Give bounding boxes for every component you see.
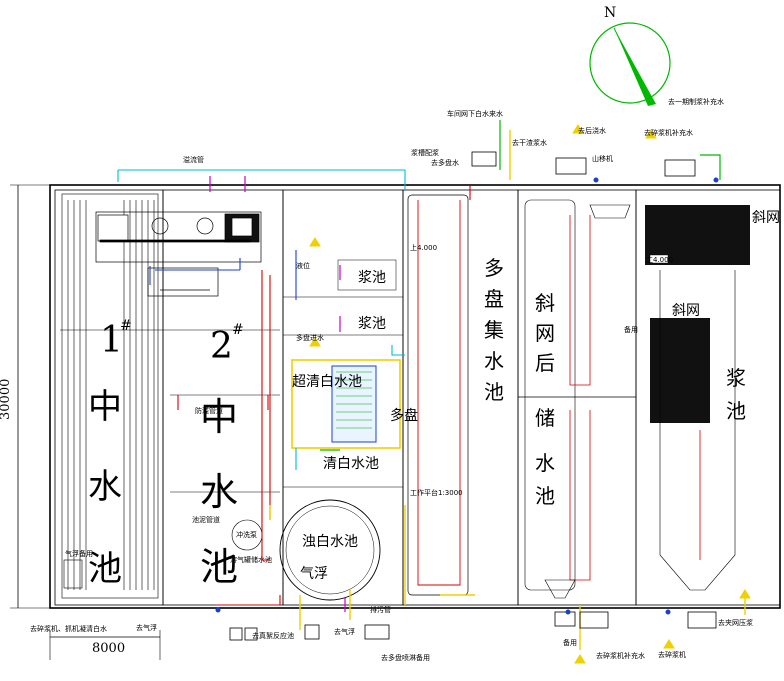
tank2-mark: # xyxy=(232,322,244,338)
equipment-block xyxy=(95,211,262,297)
svg-text:斜网: 斜网 xyxy=(672,303,700,319)
label-spare: 备用 xyxy=(563,638,577,647)
label-air-float2: 去气浮 xyxy=(136,623,157,632)
label-tag9: 排污管 xyxy=(370,605,391,614)
svg-text:盘: 盘 xyxy=(484,287,504,311)
label-multi-disc-spray: 去多盘喷淋备用 xyxy=(381,653,430,662)
label-tag2: 工作平台1:3000 xyxy=(410,488,463,497)
label-tag5: 山移机 xyxy=(592,154,613,163)
label-pressure-screen: 去夹网压浆 xyxy=(718,618,753,627)
air-dissolving-tank: 冲洗泵 溶气罐储水池 xyxy=(230,519,272,564)
label-gas-tank: 气浮备用 xyxy=(65,549,93,558)
compass-north-label: N xyxy=(604,5,616,21)
svg-text:浆池: 浆池 xyxy=(358,270,386,286)
svg-text:多盘: 多盘 xyxy=(390,407,418,424)
tank2-name: 中 水 池 xyxy=(200,395,238,589)
label-flocculation: 去真絮反应池 xyxy=(252,631,294,640)
label-machine-fill: 去一期制浆补充水 xyxy=(668,97,724,106)
svg-text:集: 集 xyxy=(484,318,504,342)
svg-text:水: 水 xyxy=(484,349,504,373)
svg-text:后: 后 xyxy=(535,351,555,375)
incline-net-tank: 斜 网 后 储 水 池 xyxy=(524,199,631,599)
right-slurry-tank: 斜网 斜网 浆 池 xyxy=(645,205,780,591)
svg-text:清白水池: 清白水池 xyxy=(323,456,379,472)
tank2-number: 2 xyxy=(210,326,233,367)
svg-text:冲洗泵: 冲洗泵 xyxy=(236,530,257,539)
tank1-name: 中 水 池 xyxy=(88,387,122,589)
blue-pipes xyxy=(149,250,297,300)
turbid-water-tank: 浊白水池 气浮 xyxy=(279,499,381,601)
dim-height-label: 30000 xyxy=(0,379,13,420)
disc-filter-unit: 超清白水池 清白水池 xyxy=(291,359,401,472)
tank1-internal-pipes xyxy=(61,193,159,599)
label-clean-water: 去干渣浆水 xyxy=(512,138,547,147)
svg-text:水: 水 xyxy=(88,467,122,507)
svg-text:水: 水 xyxy=(200,470,238,514)
label-tag4: 工4.000 xyxy=(646,256,673,264)
label-pulper-sprinkle: 去碎浆机、抓机凝清白水 xyxy=(30,624,107,633)
tank1-mark: # xyxy=(120,318,132,334)
label-backflush: 去后浇水 xyxy=(578,126,606,135)
slurry-pits: 浆池 浆池 xyxy=(337,259,397,332)
svg-text:气浮: 气浮 xyxy=(300,566,328,582)
label-pulper: 去碎浆机 xyxy=(658,650,686,659)
label-slurry-pump: 浆槽配浆 xyxy=(411,148,439,157)
label-overflow-pipe: 溢流管 xyxy=(183,155,204,164)
dim-width-label: 8000 xyxy=(92,641,125,656)
label-multi-inlet: 多盘进水 xyxy=(296,333,324,342)
tank1-number: 1 xyxy=(100,320,123,361)
dimension-height: 30000 xyxy=(0,184,50,609)
svg-text:浊白水池: 浊白水池 xyxy=(302,534,358,550)
multi-disc-tank: 多盘 多 盘 集 水 池 xyxy=(390,194,504,596)
label-multi-disc-water: 去多盘水 xyxy=(431,158,459,167)
magenta-pipes xyxy=(209,176,346,612)
svg-text:斜: 斜 xyxy=(535,291,555,315)
label-wire-water: 车间网下白水来水 xyxy=(447,109,503,118)
red-pipes xyxy=(177,186,471,606)
label-tag8: 备用 xyxy=(624,325,638,334)
valve-icon xyxy=(215,177,719,615)
svg-text:池: 池 xyxy=(484,380,504,404)
building-outline xyxy=(49,184,781,609)
svg-text:超清白水池: 超清白水池 xyxy=(292,374,362,390)
svg-text:浆池: 浆池 xyxy=(358,316,386,332)
svg-text:池: 池 xyxy=(200,545,238,589)
label-level: 液位 xyxy=(296,261,310,270)
svg-text:溶气罐储水池: 溶气罐储水池 xyxy=(230,555,272,564)
svg-text:储: 储 xyxy=(535,406,555,430)
dimension-width: 8000 xyxy=(49,630,161,660)
label-anti-overflow: 防溢管道 xyxy=(195,406,223,415)
svg-text:池: 池 xyxy=(726,399,746,423)
svg-text:水: 水 xyxy=(535,451,555,475)
svg-text:多: 多 xyxy=(484,256,504,280)
svg-text:池: 池 xyxy=(88,549,122,589)
svg-text:斜网: 斜网 xyxy=(752,210,780,226)
label-tag1: 上4.000 xyxy=(410,243,437,252)
label-pulper-fill: 去碎浆机补充水 xyxy=(644,128,693,137)
svg-text:网: 网 xyxy=(535,321,555,345)
label-air-float: 去气浮 xyxy=(334,627,355,636)
svg-text:中: 中 xyxy=(88,387,122,427)
svg-text:浆: 浆 xyxy=(726,366,746,390)
arrow-up-icon xyxy=(309,124,751,664)
compass-icon: N xyxy=(589,5,671,106)
svg-text:中: 中 xyxy=(200,395,238,439)
pump-icon xyxy=(229,151,717,641)
label-sludge: 池泥管道 xyxy=(192,515,220,524)
green-pipes xyxy=(320,120,721,451)
svg-text:池: 池 xyxy=(535,484,555,508)
cyan-pipes xyxy=(117,169,406,470)
label-pulper-fill2: 去碎浆机补充水 xyxy=(596,651,645,660)
